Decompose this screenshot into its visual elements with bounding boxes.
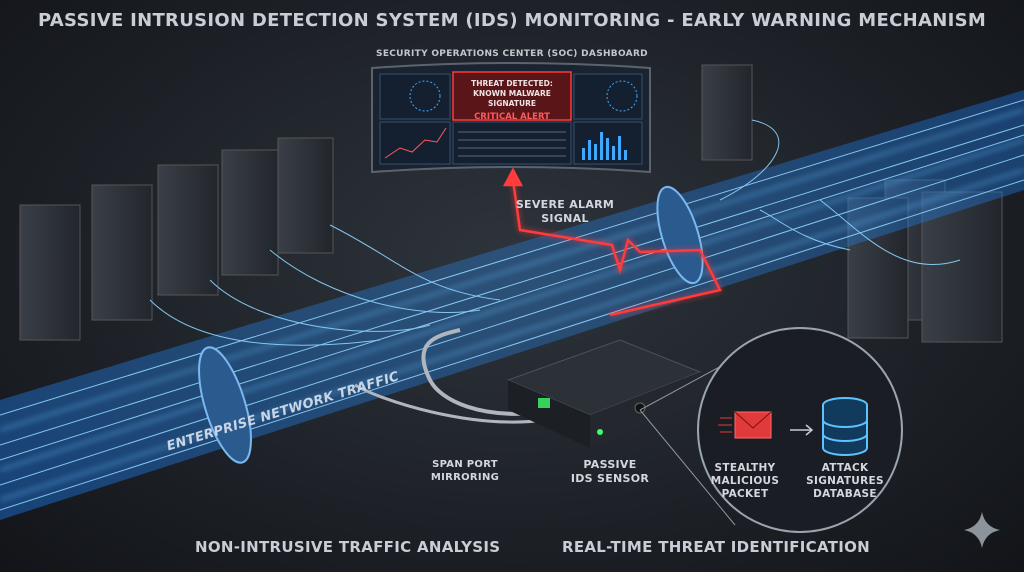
soc-dashboard-label: SECURITY OPERATIONS CENTER (SOC) DASHBOA… xyxy=(376,49,648,59)
left-server-racks xyxy=(19,137,334,341)
bar-chart-icon xyxy=(582,132,627,160)
footer-right-caption: REAL-TIME THREAT IDENTIFICATION xyxy=(562,538,871,556)
alert-line-1: THREAT DETECTED: xyxy=(471,79,553,88)
db-line-3: DATABASE xyxy=(813,488,877,500)
network-graph-icon xyxy=(409,80,441,112)
span-port-label: SPAN PORT MIRRORING xyxy=(415,458,515,484)
ids-sensor-device xyxy=(506,339,702,448)
packet-line-1: STEALTHY xyxy=(714,462,776,474)
malicious-packet-icon xyxy=(718,411,772,439)
status-led-icon xyxy=(597,429,603,435)
alarm-signal-line xyxy=(502,167,722,317)
db-line-2: SIGNATURES xyxy=(806,475,884,487)
sparkle-icon xyxy=(964,512,1000,548)
alert-line-2: KNOWN MALWARE SIGNATURE xyxy=(473,89,551,108)
alarm-line-1: SEVERE ALARM xyxy=(515,198,615,211)
ids-line-2: IDS SENSOR xyxy=(570,472,650,485)
soc-dashboard-screen xyxy=(371,62,651,174)
database-icon xyxy=(822,397,868,456)
arrow-icon xyxy=(790,424,814,436)
threat-alert-panel: THREAT DETECTED:KNOWN MALWARE SIGNATURE … xyxy=(455,74,569,122)
line-chart-icon xyxy=(384,127,447,159)
span-port-cable xyxy=(421,328,546,416)
alarm-arrow-icon xyxy=(502,167,524,187)
footer-left-caption: NON-INTRUSIVE TRAFFIC ANALYSIS xyxy=(195,538,501,556)
critical-alert-label: CRITICAL ALERT xyxy=(474,112,550,122)
network-traffic-tube xyxy=(0,90,1024,520)
span-line-1: SPAN PORT xyxy=(432,459,498,470)
span-line-2: MIRRORING xyxy=(430,472,500,483)
page-title: PASSIVE INTRUSION DETECTION SYSTEM (IDS)… xyxy=(37,10,987,31)
packet-line-2: MALICIOUS xyxy=(710,475,780,487)
alarm-line-2: SIGNAL xyxy=(541,212,589,225)
port-led-icon xyxy=(538,398,550,408)
ids-line-1: PASSIVE xyxy=(583,458,637,471)
detection-magnifier xyxy=(639,327,903,533)
packet-line-3: PACKET xyxy=(721,488,769,500)
db-line-1: ATTACK xyxy=(821,462,869,474)
